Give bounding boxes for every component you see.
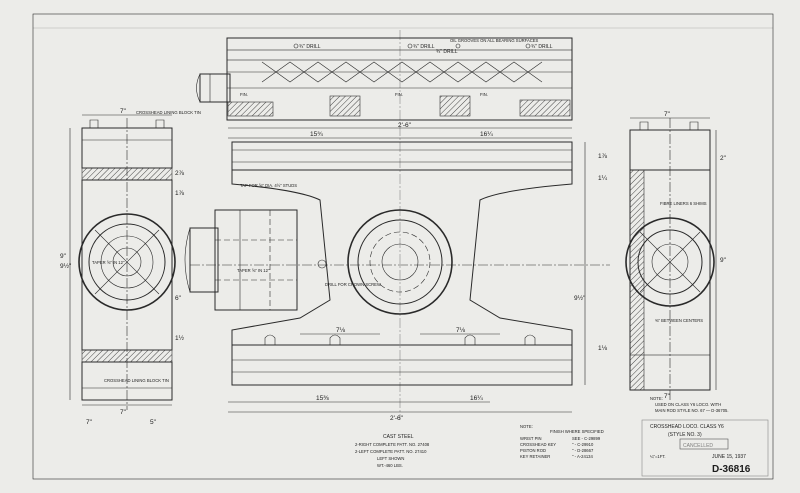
drill-label-1: ¾" DRILL: [299, 44, 321, 50]
drill-label-3: ¾" DRILL: [436, 49, 458, 55]
finish-ref-1: SEE - C-29899: [572, 436, 601, 441]
title-block: CROSSHEAD LOCO. CLASS Y6 (STYLE NO. 3) C…: [641, 419, 769, 477]
right-dim-b: 7": [664, 393, 671, 400]
stamp-text: CANCELLED: [683, 443, 713, 449]
finish-item-2: CROSSHEAD KEY: [520, 442, 556, 447]
tap-note: TAP FOR ⅝" DIA. 4½" STUDS: [240, 183, 297, 188]
left-dim-e: 7": [86, 419, 93, 426]
right-dim-height: 9": [720, 257, 727, 264]
right-dim-width: 7": [664, 111, 671, 118]
center-elevation: TAP FOR ⅝" DIA. 4½" STUDS TAPER ⅝" IN 12…: [184, 141, 573, 386]
finish-item-4: KEY RETAINER: [520, 454, 550, 459]
dim-top-right: 16¼: [480, 131, 493, 138]
material-line-4: WT.-460 LBS.: [377, 463, 403, 468]
left-dim-a: 2⅞: [175, 170, 185, 177]
left-dim-c: 6": [175, 295, 182, 302]
finish-heading: FINISH WHERE SPECIFIED: [550, 429, 604, 434]
finish-ref-3: " - D-28667: [572, 448, 594, 453]
usage-line-2: MAIN ROD STYLE NO. 67 — D-36705.: [655, 408, 729, 413]
left-dim-height-b: 9½": [60, 262, 72, 270]
left-dim-height: 9": [60, 253, 67, 260]
dim-vertical-a: 1⅞: [598, 153, 608, 160]
left-lining-bottom: CROSSHEAD LINING BLOCK TIN: [104, 378, 169, 383]
cancelled-stamp: [679, 438, 729, 450]
dim-vertical-c: 1⅛: [598, 345, 608, 352]
left-taper: TAPER ⅝" IN 12": [92, 260, 125, 265]
bottom-dimensions: 15⅜ 2'-6" 16¼ 7⅛ 7⅛: [228, 327, 572, 422]
dim-vertical-b: 1¼: [598, 175, 608, 182]
drill-label-2: ¾" DRILL: [413, 44, 435, 50]
fin-label-1: FIN.: [240, 92, 248, 97]
finish-item-1: WRIST PIN: [520, 436, 542, 441]
left-dim-width-bottom: 7": [120, 409, 127, 416]
fin-label-3: FIN.: [480, 92, 488, 97]
drill-label-4: ¾" DRILL: [531, 44, 553, 50]
title-text: CROSSHEAD LOCO. CLASS Y6: [650, 424, 724, 430]
taper-pin-label: TAPER ⅝" IN 12": [237, 268, 270, 273]
drawing-number: D-36816: [712, 464, 751, 475]
right-lining: FIBRE LINERS 6 SHIMS: [660, 201, 707, 206]
left-dim-b: 1⅞: [175, 190, 185, 197]
left-end-view: 7" 9" 9½" 2⅞ 1⅞ 7" 6" 1½ 7" 5" CROSSHEAD…: [60, 108, 201, 426]
style-text: (STYLE NO. 3): [668, 432, 702, 438]
usage-line-1: USED ON CLASS Y6 LOCO. WITH: [655, 402, 721, 407]
usage-note: NOTE: USED ON CLASS Y6 LOCO. WITH MAIN R…: [650, 396, 729, 413]
finish-ref-2: " - C-29910: [572, 442, 594, 447]
right-dim-a: 2": [720, 155, 727, 162]
finish-ref-4: " - A-24134: [572, 454, 593, 459]
dim-bottom-inner-b: 7⅛: [456, 327, 466, 334]
top-view: ¾" DRILL ¾" DRILL ¾" DRILL ¾" DRILL OIL …: [196, 37, 573, 121]
finish-item-3: PISTON ROD: [520, 448, 546, 453]
material-line-3: LEFT SHOWN: [377, 456, 404, 461]
left-dim-width-top: 7": [120, 108, 127, 115]
top-dimensions: 15¾ 2'-6" 16¼: [228, 122, 572, 139]
left-dim-d: 1½: [175, 334, 185, 342]
material-notes: CAST STEEL 2-RIGHT COMPLETE PATT. NO. 27…: [355, 434, 430, 468]
dim-bottom-inner-a: 7⅛: [336, 327, 346, 334]
material-line-2: 2-LEFT COMPLETE PATT. NO. 27410: [355, 449, 427, 454]
dim-top-overall: 2'-6": [398, 122, 412, 129]
sheet-border: [32, 13, 774, 480]
left-lining-top: CROSSHEAD LINING BLOCK TIN: [136, 110, 201, 115]
dim-bottom-left: 15⅜: [316, 395, 329, 402]
center-vertical-dims: 9½" 1⅞ 1¼ 1⅛: [574, 142, 608, 385]
fin-label-2: FIN.: [395, 92, 403, 97]
oil-grooves-note: OIL GROOVES ON ALL BEARING SURFACES: [450, 38, 539, 43]
finish-notes: NOTE: FINISH WHERE SPECIFIED WRIST PIN S…: [520, 424, 604, 459]
dim-bottom-overall: 2'-6": [390, 415, 404, 422]
right-between: ⅜" BETWEEN CENTERS: [655, 318, 703, 323]
drill-hole-label: DRILL FOR CROWN SCREW: [325, 282, 381, 287]
date-text: JUNE 15, 1937: [712, 454, 746, 460]
material-title: CAST STEEL: [383, 434, 414, 440]
dim-top-left: 15¾: [310, 131, 323, 138]
right-end-view: 7" 9" 2" 7" FIBRE LINERS 6 SHIMS ⅜" BETW…: [625, 111, 727, 400]
dim-vertical-height: 9½": [574, 294, 586, 302]
dim-bottom-right: 16¼: [470, 395, 483, 402]
scale-text: ¼"=1FT.: [650, 454, 666, 459]
finish-title: NOTE:: [520, 424, 533, 429]
material-line-1: 2-RIGHT COMPLETE PATT. NO. 27408: [355, 442, 430, 447]
left-dim-f: 5": [150, 419, 157, 426]
usage-title: NOTE:: [650, 396, 663, 401]
